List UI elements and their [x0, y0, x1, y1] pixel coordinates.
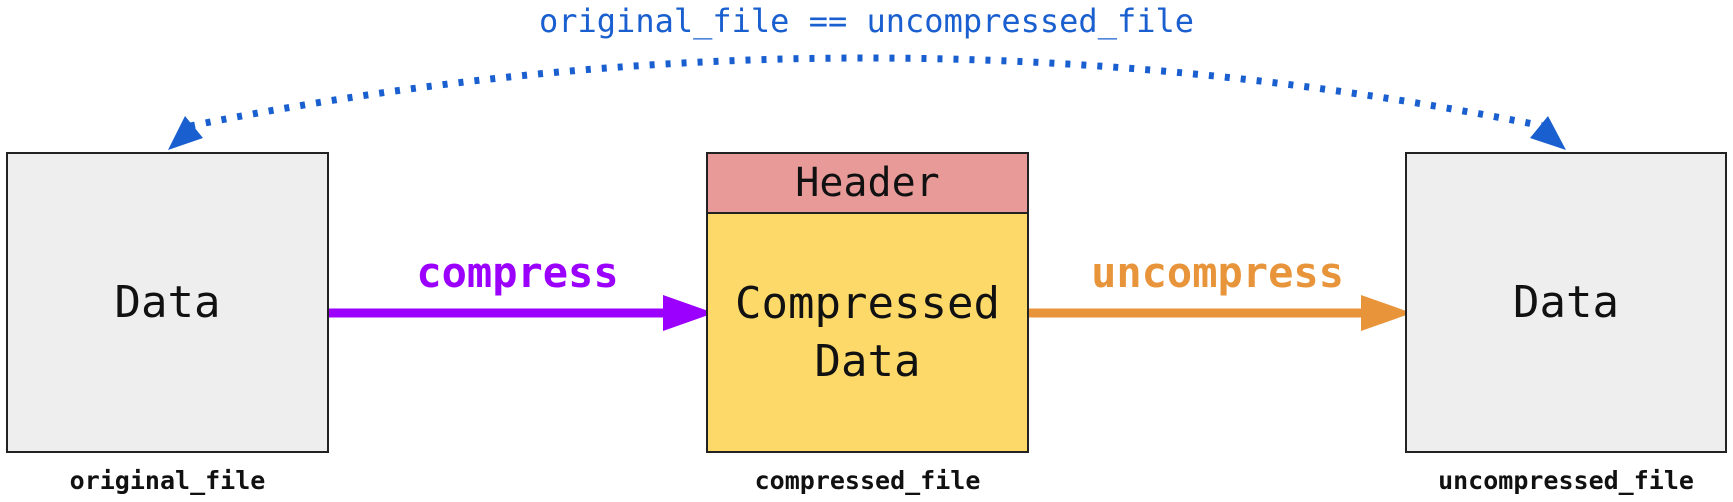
uncompressed-file-box: Data — [1405, 152, 1727, 453]
equality-arrowhead-left — [168, 116, 203, 150]
compressed-data-text-line2: Data — [814, 335, 921, 387]
original-file-label: original_file — [69, 466, 266, 495]
equality-arrowhead-right — [1530, 116, 1566, 150]
compress-arrowhead — [663, 295, 714, 331]
equality-dotted-arc — [189, 54, 1544, 130]
uncompress-label: uncompress — [1091, 248, 1344, 297]
uncompress-arrowhead — [1361, 295, 1412, 331]
compressed-data-box: Compressed Data — [706, 212, 1029, 453]
compressed-data-text-line1: Compressed — [735, 277, 1000, 329]
compress-label: compress — [416, 248, 619, 297]
uncompressed-file-label: uncompressed_file — [1438, 466, 1694, 495]
equality-label: original_file == uncompressed_file — [538, 2, 1195, 40]
original-data-text: Data — [114, 277, 221, 328]
compressed-file-label: compressed_file — [754, 466, 981, 495]
uncompressed-data-text: Data — [1513, 277, 1619, 328]
compressed-header-box: Header — [706, 152, 1029, 214]
header-text: Header — [795, 160, 940, 206]
original-file-box: Data — [6, 152, 329, 453]
